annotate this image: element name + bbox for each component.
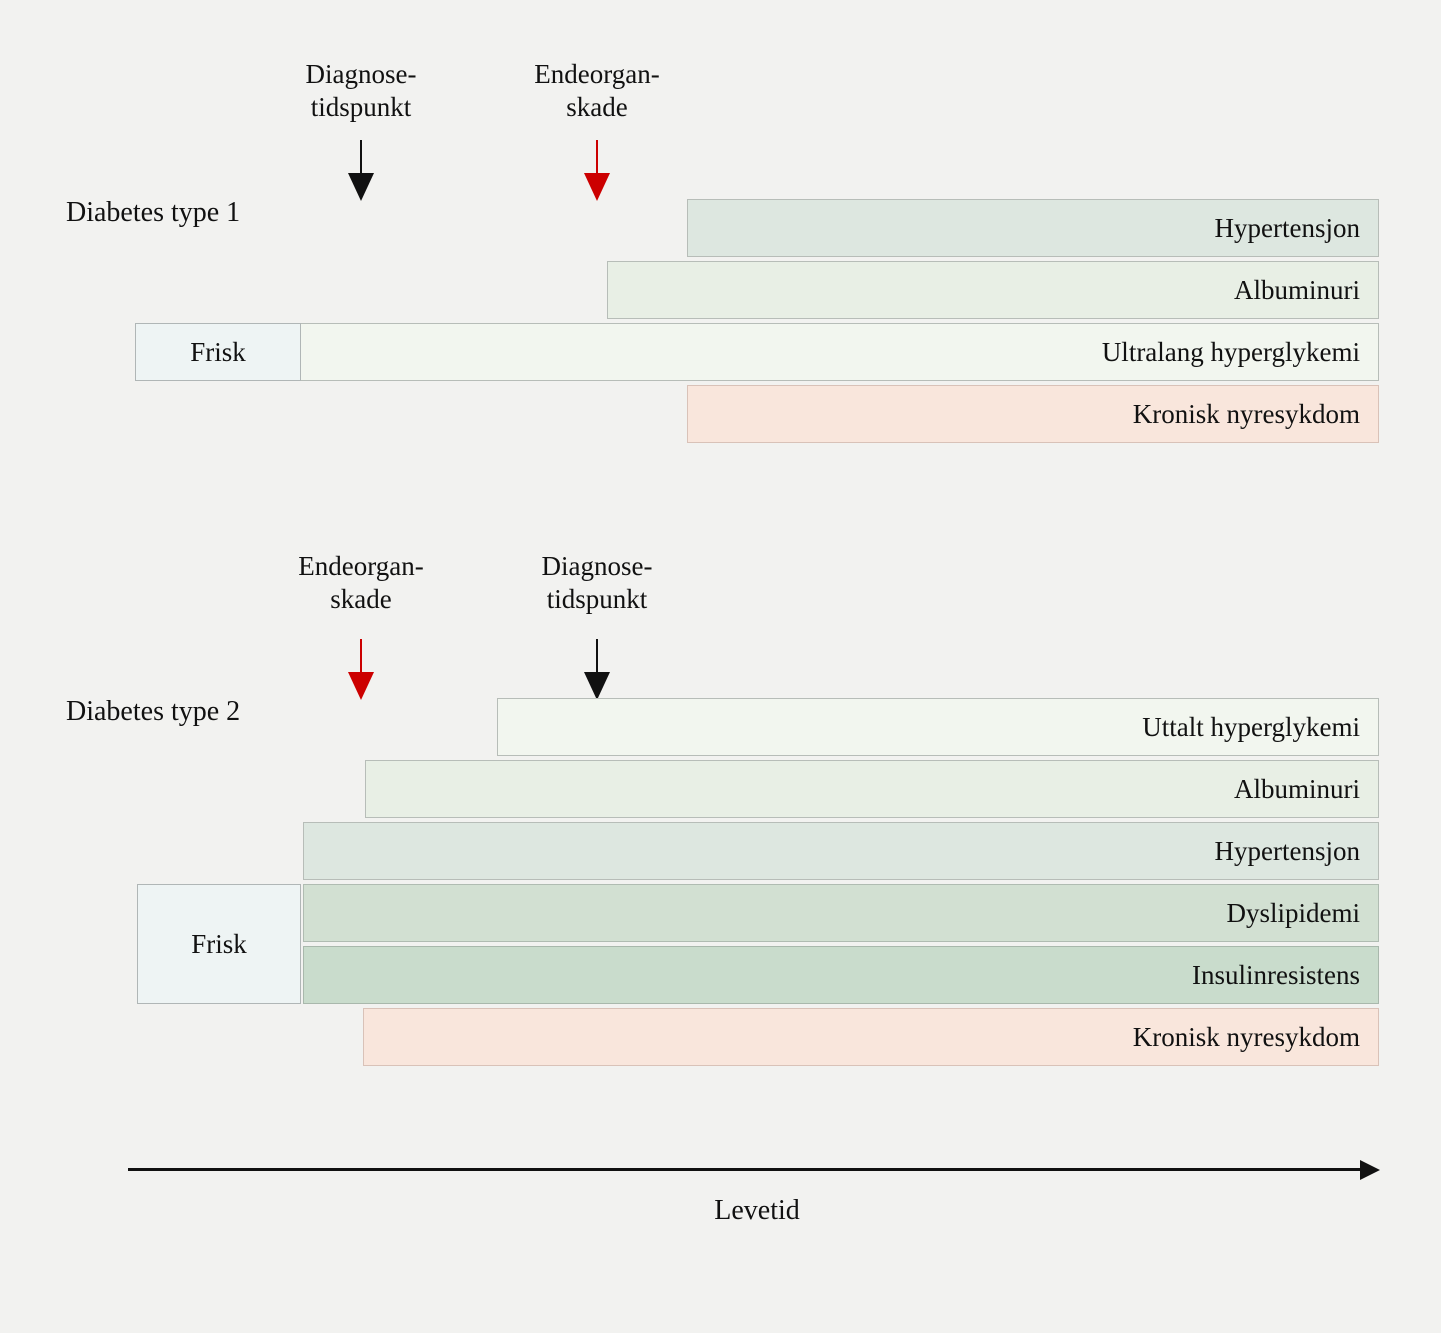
bar-type1-ultralang-hyperglykemi: Ultralang hyperglykemi <box>300 323 1379 381</box>
arrow-down-black-diagnosis-type2 <box>584 639 610 701</box>
marker-endorgan-type2-label: Endeorgan- skade <box>298 551 424 614</box>
marker-endorgan-type2: Endeorgan- skade <box>241 550 481 616</box>
marker-diagnosis-type2-label: Diagnose- tidspunkt <box>541 551 653 614</box>
marker-endorgan-type1-label: Endeorgan- skade <box>534 59 660 122</box>
bar-type1-albuminuri: Albuminuri <box>607 261 1379 319</box>
arrow-down-black-diagnosis-type1 <box>348 140 374 202</box>
bar-label: Kronisk nyresykdom <box>1132 398 1360 429</box>
bar-label: Hypertensjon <box>1214 212 1360 243</box>
healthy-box-label: Frisk <box>190 336 246 367</box>
arrow-shaft <box>360 639 362 673</box>
lifetime-axis <box>128 1160 1380 1180</box>
marker-endorgan-type1: Endeorgan- skade <box>477 58 717 124</box>
bar-type1-kronisk-nyresykdom: Kronisk nyresykdom <box>687 385 1379 443</box>
bar-type2-hypertensjon: Hypertensjon <box>303 822 1379 880</box>
arrow-down-red-endorgan-type1 <box>584 140 610 202</box>
axis-label: Levetid <box>714 1195 800 1226</box>
axis-line <box>128 1168 1362 1171</box>
healthy-box-type2: Frisk <box>137 884 301 1004</box>
bar-label: Ultralang hyperglykemi <box>1101 336 1360 367</box>
bar-label: Dyslipidemi <box>1226 897 1361 928</box>
section-title-type1: Diabetes type 1 <box>66 197 241 228</box>
marker-diagnosis-type1-label: Diagnose- tidspunkt <box>305 59 417 122</box>
bar-label: Albuminuri <box>1234 274 1360 305</box>
arrow-head <box>348 672 374 700</box>
bar-label: Kronisk nyresykdom <box>1132 1021 1360 1052</box>
bar-type2-kronisk-nyresykdom: Kronisk nyresykdom <box>363 1008 1379 1066</box>
bar-label: Albuminuri <box>1234 773 1360 804</box>
arrow-shaft <box>360 140 362 174</box>
section-title-type2: Diabetes type 2 <box>66 696 241 727</box>
axis-arrowhead-icon <box>1360 1160 1380 1180</box>
bar-type2-insulinresistens: Insulinresistens <box>303 946 1379 1004</box>
bar-type2-albuminuri: Albuminuri <box>365 760 1379 818</box>
arrow-head <box>348 173 374 201</box>
bar-label: Uttalt hyperglykemi <box>1142 711 1360 742</box>
arrow-shaft <box>596 639 598 673</box>
arrow-shaft <box>596 140 598 174</box>
arrow-down-red-endorgan-type2 <box>348 639 374 701</box>
healthy-box-label: Frisk <box>191 928 247 959</box>
bar-type1-hypertensjon: Hypertensjon <box>687 199 1379 257</box>
arrow-head <box>584 173 610 201</box>
arrow-head <box>584 672 610 700</box>
marker-diagnosis-type2: Diagnose- tidspunkt <box>477 550 717 616</box>
bar-type2-dyslipidemi: Dyslipidemi <box>303 884 1379 942</box>
bar-type2-uttalt-hyperglykemi: Uttalt hyperglykemi <box>497 698 1379 756</box>
bar-label: Hypertensjon <box>1214 835 1360 866</box>
healthy-box-type1: Frisk <box>135 323 301 381</box>
marker-diagnosis-type1: Diagnose- tidspunkt <box>241 58 481 124</box>
bar-label: Insulinresistens <box>1192 959 1360 990</box>
